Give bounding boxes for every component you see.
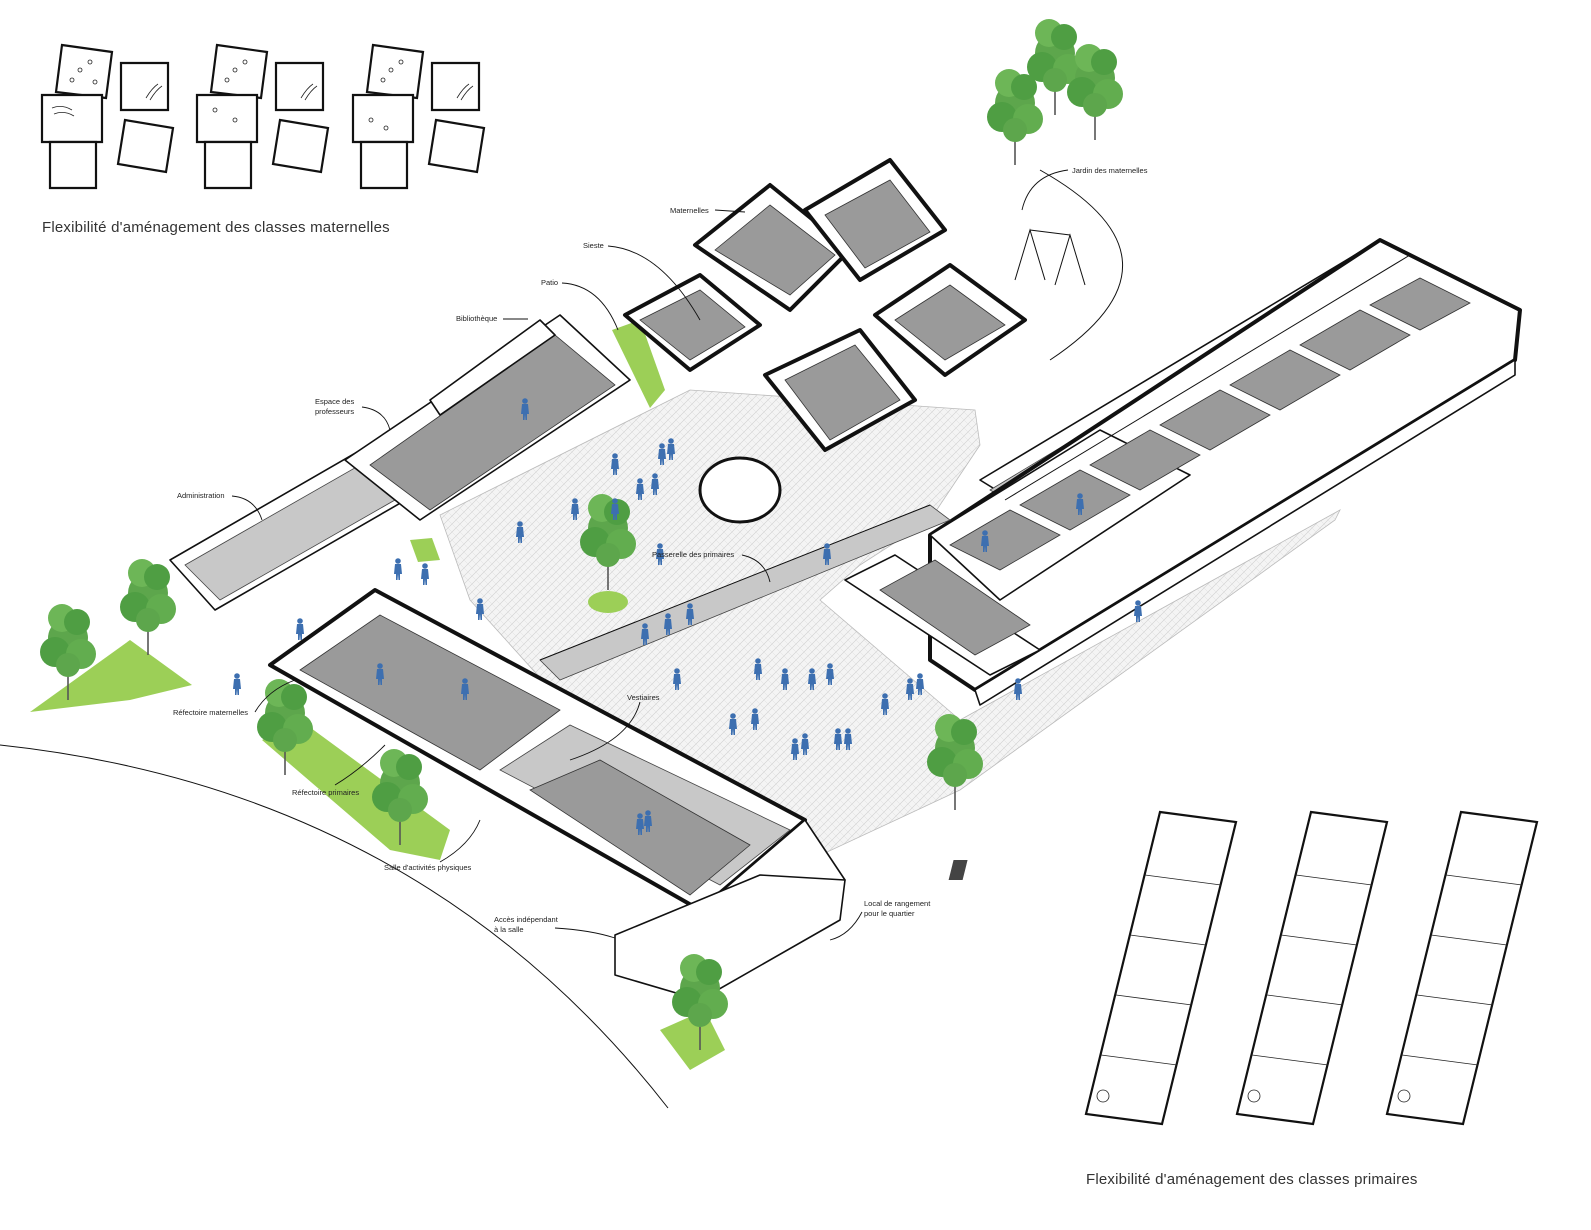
label-acces-line1: Accès indépendant xyxy=(494,915,559,924)
kindergarten-plan-thumbnails xyxy=(40,43,486,190)
label-bibliotheque: Bibliothèque xyxy=(456,314,497,323)
primary-plan-thumbnails xyxy=(948,810,1539,1126)
label-acces-line2: à la salle xyxy=(494,925,524,934)
kindergarten-plan-2 xyxy=(195,43,330,190)
label-maternelles: Maternelles xyxy=(670,206,709,215)
caption-primary-flexibility: Flexibilité d'aménagement des classes pr… xyxy=(1086,1171,1418,1188)
annotation-labels: Jardin des maternelles Maternelles Siest… xyxy=(173,166,1148,941)
label-local-line1: Local de rangement xyxy=(864,899,931,908)
label-vestiaires: Vestiaires xyxy=(627,693,660,702)
label-jardin: Jardin des maternelles xyxy=(1072,166,1148,175)
label-sieste: Sieste xyxy=(583,241,604,250)
label-administration: Administration xyxy=(177,491,225,500)
site-ground xyxy=(0,169,1341,1109)
label-espace-profs-line2: professeurs xyxy=(315,407,354,416)
label-local-line2: pour le quartier xyxy=(864,909,915,918)
label-refectoire-primaires: Réfectoire primaires xyxy=(292,788,359,797)
kindergarten-plan-1 xyxy=(40,43,175,190)
caption-kindergarten-flexibility: Flexibilité d'aménagement des classes ma… xyxy=(42,219,390,236)
label-passerelle: Passerelle des primaires xyxy=(652,550,734,559)
primary-plan-1 xyxy=(948,810,1238,1126)
primary-plan-2 xyxy=(1235,810,1389,1126)
label-refectoire-maternelles: Réfectoire maternelles xyxy=(173,708,248,717)
label-salle-activites: Salle d'activités physiques xyxy=(384,863,472,872)
kindergarten-plan-3 xyxy=(351,43,486,190)
label-espace-profs-line1: Espace des xyxy=(315,397,354,406)
label-patio: Patio xyxy=(541,278,558,287)
primary-plan-3 xyxy=(1385,810,1539,1126)
buildings xyxy=(169,158,1522,1001)
